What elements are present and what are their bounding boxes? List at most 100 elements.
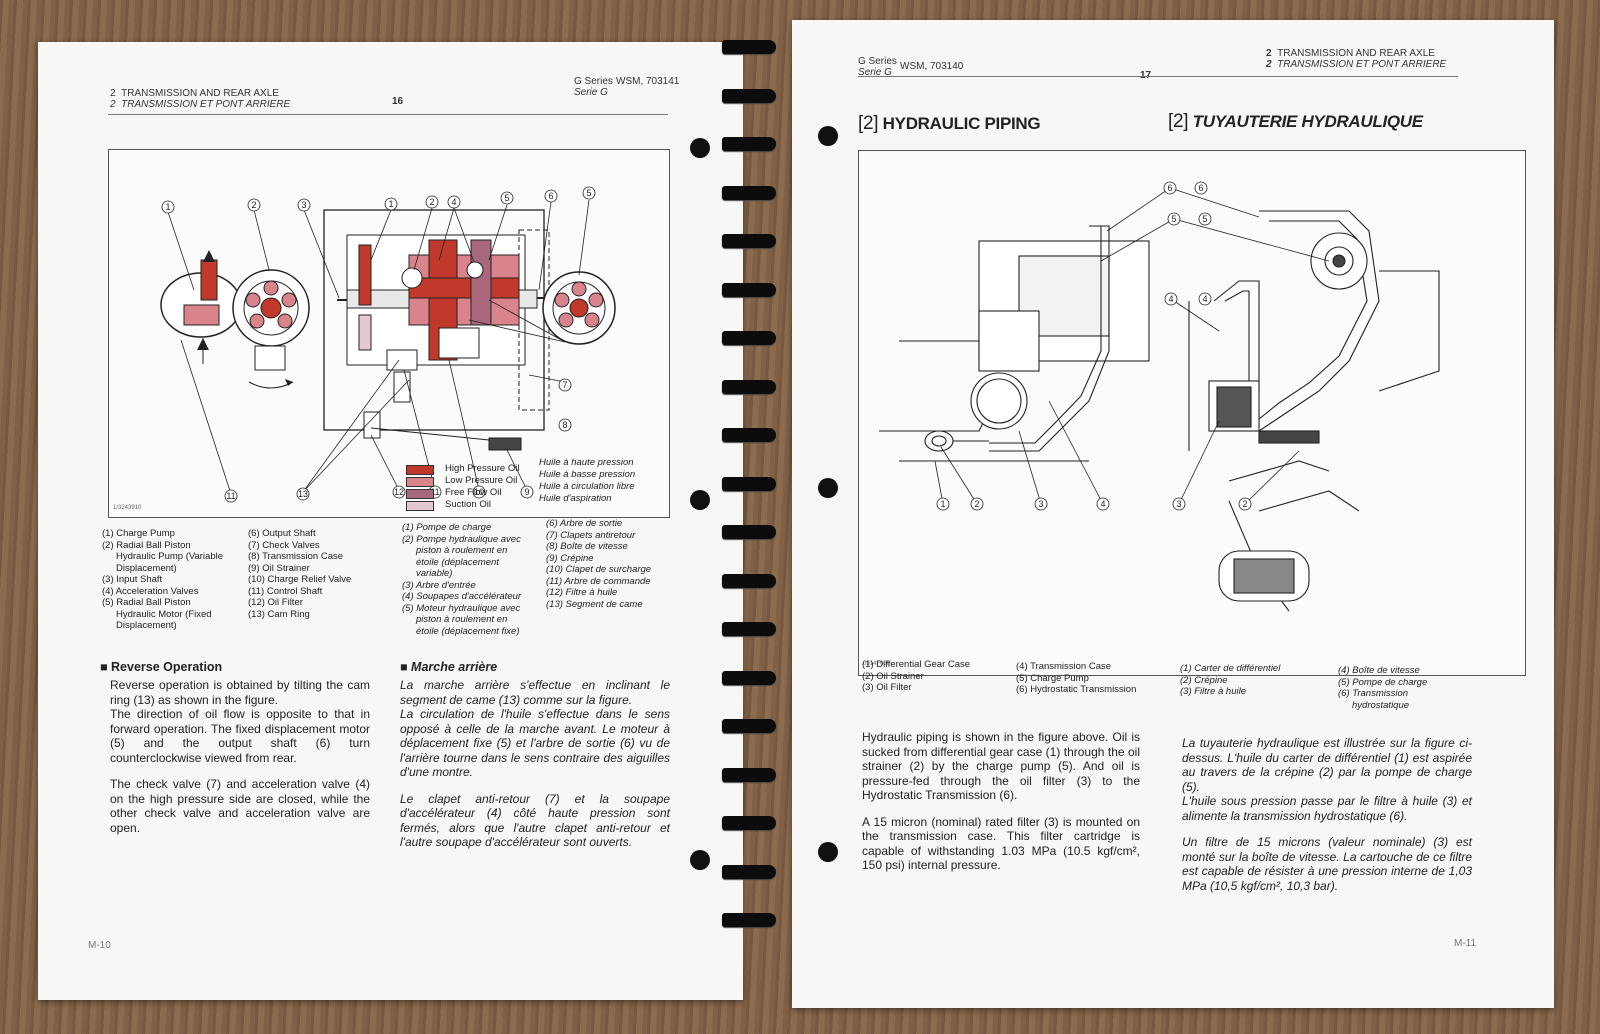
title-hydraulic-piping: [2] HYDRAULIC PIPING xyxy=(858,113,1041,134)
punch-hole xyxy=(690,490,710,510)
section-marche-arriere: ■ Marche arrière La marche arrière s'eff… xyxy=(400,660,670,850)
binding-coil xyxy=(722,428,776,442)
callout-8: 8 xyxy=(562,420,567,430)
binding-coil xyxy=(722,476,776,491)
legend-swatch-free xyxy=(406,489,434,499)
binding-coil xyxy=(722,282,776,297)
callout-6: 6 xyxy=(548,191,553,201)
right-page: G Series Serie G WSM, 703140 17 2 TRANSM… xyxy=(792,20,1554,1008)
hydraulic-piping-diagram: 6 5 4 1 2 3 4 6 5 4 3 2 xyxy=(879,181,1440,612)
para-en-1: Reverse operation is obtained by tilting… xyxy=(110,678,370,707)
callout-13: 13 xyxy=(298,489,308,499)
callout-9: 9 xyxy=(524,487,529,497)
binding-coil xyxy=(722,525,776,539)
binding-coil xyxy=(722,816,776,830)
callout-2: 2 xyxy=(251,200,256,210)
charge-pump-drawing xyxy=(160,250,242,364)
left-header-rule xyxy=(108,114,668,115)
binding-coil xyxy=(722,40,776,54)
callout-1: 1 xyxy=(165,202,170,212)
para-en-2: The direction of oil flow is opposite to… xyxy=(110,707,370,765)
right-page-number: 17 xyxy=(1140,70,1152,81)
punch-hole xyxy=(690,138,710,158)
left-page: 2 TRANSMISSION AND REAR AXLE 2 TRANSMISS… xyxy=(38,42,743,1000)
left-leader-lines xyxy=(167,199,590,495)
callout-4: 4 xyxy=(451,197,456,207)
callout-r4c: 4 xyxy=(1202,294,1207,304)
callout-11: 11 xyxy=(430,487,439,497)
callout-11b: 11 xyxy=(226,491,235,501)
para-en-3: The check valve (7) and acceleration val… xyxy=(110,777,370,835)
callout-r4: 4 xyxy=(1168,294,1173,304)
binding-coil xyxy=(722,379,776,394)
piping-left-view xyxy=(879,225,1150,462)
callout-5b: 5 xyxy=(586,188,591,198)
right-header-wsm: WSM, 703140 xyxy=(900,61,964,72)
hydraulic-piping-text-fr: La tuyauterie hydraulique est illustrée … xyxy=(1182,736,1472,893)
binding-coil xyxy=(722,622,776,636)
right-leader-lines xyxy=(934,187,1330,505)
captions-fr-col1: (1) Pompe de charge (2) Pompe hydrauliqu… xyxy=(402,522,522,637)
binding-coil xyxy=(722,767,776,782)
callout-r2b: 2 xyxy=(1242,499,1247,509)
callout-r6: 6 xyxy=(1167,183,1172,193)
r-para-en-2: A 15 micron (nominal) rated filter (3) i… xyxy=(862,814,1140,873)
callout-3: 3 xyxy=(301,200,306,210)
legend-swatch-high xyxy=(406,465,434,475)
callout-r2: 2 xyxy=(974,499,979,509)
para-fr-3: Le clapet anti-retour (7) et la soupape … xyxy=(400,791,670,850)
binding-coil xyxy=(722,670,776,685)
section-reverse-operation: ■ Reverse Operation Reverse operation is… xyxy=(100,660,370,835)
callout-r1: 1 xyxy=(940,499,945,509)
binding-coil xyxy=(722,864,776,879)
callout-r6b: 6 xyxy=(1198,183,1203,193)
binding-coil xyxy=(722,719,776,733)
hydraulic-piping-figure: 6 5 4 1 2 3 4 6 5 4 3 2 0314F006 xyxy=(858,150,1526,676)
r-para-fr-2: L'huile sous pression passe par le filtr… xyxy=(1182,794,1472,823)
para-fr-2: La circulation de l'huile s'effectue dan… xyxy=(400,707,670,779)
left-figure-code: 1/3243910 xyxy=(113,505,142,511)
legend-swatch-suction xyxy=(406,501,434,511)
left-callouts: 1 2 3 1 2 4 5 6 5 7 8 9 10 11 12 13 11 xyxy=(161,186,596,503)
right-figure-code: 0314F006 xyxy=(863,661,891,667)
callout-r3b: 3 xyxy=(1176,499,1181,509)
legend-en: High Pressure Oil Low Pressure Oil Free … xyxy=(445,463,520,510)
r-captions-en-col2: (4) Transmission Case (5) Charge Pump (6… xyxy=(1016,661,1137,695)
right-footer-page: M-11 xyxy=(1454,938,1477,949)
para-fr-1: La marche arrière s'effectue en inclinan… xyxy=(400,678,670,707)
captions-en-col1: (1) Charge Pump (2) Radial Ball Piston H… xyxy=(102,528,224,631)
binding-coil xyxy=(722,185,776,200)
callout-12: 12 xyxy=(394,487,404,497)
punch-hole xyxy=(818,478,838,498)
piping-right-view xyxy=(1188,210,1440,612)
binding-coil xyxy=(722,913,776,927)
punch-hole xyxy=(818,842,838,862)
legend-swatch-low xyxy=(406,477,434,487)
hydraulic-piping-text-en: Hydraulic piping is shown in the figure … xyxy=(862,730,1140,873)
right-header-rule xyxy=(858,76,1458,77)
right-header-series: G Series Serie G xyxy=(858,56,897,78)
left-header-series: G Series Serie G xyxy=(574,76,613,98)
r-captions-en-col1: (1) Differential Gear Case (2) Oil Strai… xyxy=(862,659,971,693)
hst-block-drawing xyxy=(323,209,554,451)
left-footer-page: M-10 xyxy=(88,940,111,951)
binding-coil xyxy=(722,137,776,151)
left-header-chapter: 2 TRANSMISSION AND REAR AXLE 2 TRANSMISS… xyxy=(110,88,291,110)
section-title-en: ■ Reverse Operation xyxy=(100,660,223,674)
callout-r5: 5 xyxy=(1171,214,1176,224)
left-header-wsm: WSM, 703141 xyxy=(616,76,680,87)
captions-en-col2: (6) Output Shaft (7) Check Valves (8) Tr… xyxy=(248,528,352,620)
callout-5: 5 xyxy=(504,193,509,203)
r-captions-fr-col1: (1) Carter de différentiel (2) Crépine (… xyxy=(1180,663,1281,697)
left-page-number: 16 xyxy=(392,96,404,107)
callout-1b: 1 xyxy=(388,199,393,209)
binding-coil xyxy=(722,331,776,345)
right-header-chapter: 2 TRANSMISSION AND REAR AXLE 2 TRANSMISS… xyxy=(1266,48,1447,70)
punch-hole xyxy=(690,850,710,870)
title-tuyauterie-hydraulique: [2] TUYAUTERIE HYDRAULIQUE xyxy=(1168,111,1423,132)
hst-circuit-diagram: 1 2 3 1 2 4 5 6 5 7 8 9 10 11 12 13 11 xyxy=(160,186,616,503)
callout-7: 7 xyxy=(562,380,567,390)
radial-pump-drawing xyxy=(232,269,310,389)
hst-circuit-figure: 1 2 3 1 2 4 5 6 5 7 8 9 10 11 12 13 11 xyxy=(108,149,670,518)
r-para-en-1: Hydraulic piping is shown in the figure … xyxy=(862,730,1140,802)
